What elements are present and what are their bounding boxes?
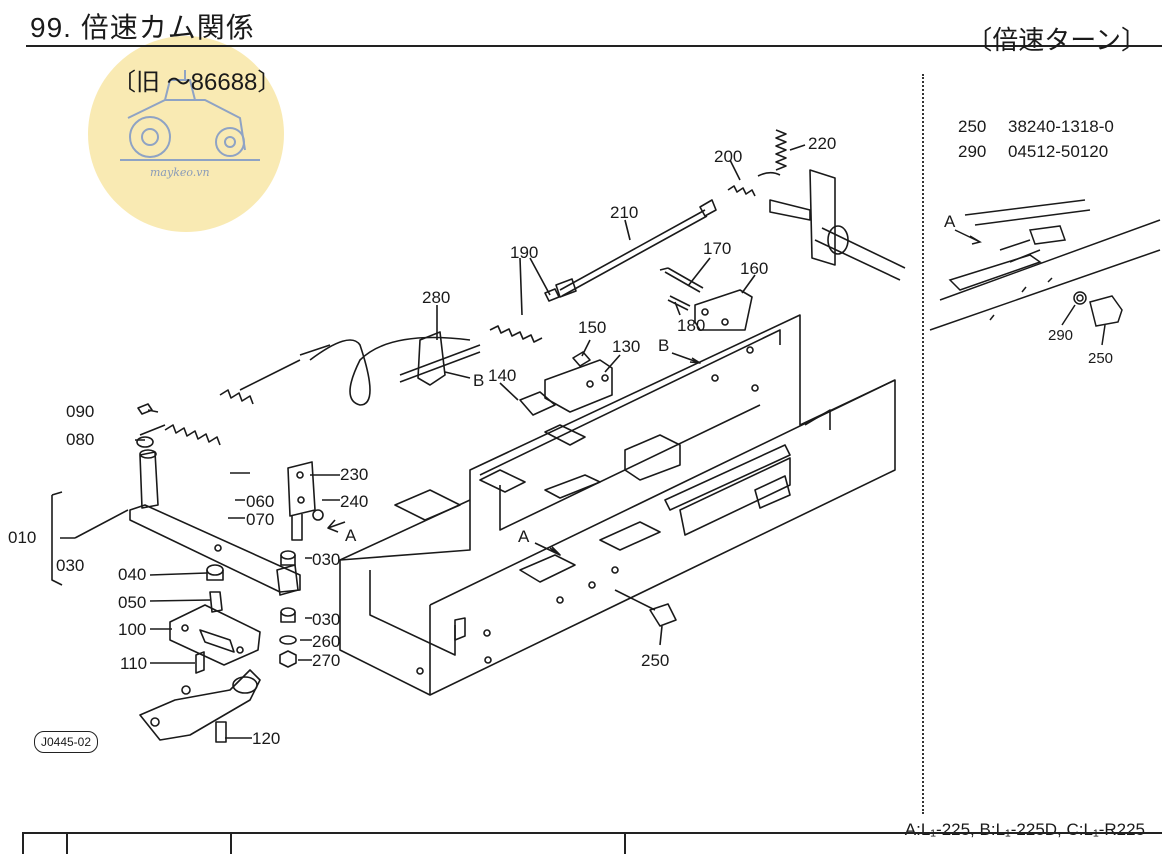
label-090: 090 <box>66 402 95 421</box>
watermark-text: maykeo.vn <box>150 166 210 179</box>
label-230: 230 <box>340 465 369 484</box>
label-040: 040 <box>118 565 147 584</box>
label-030-mid: 030 <box>312 550 341 569</box>
title-underline <box>26 45 1162 47</box>
label-070: 070 <box>246 510 275 529</box>
inset-label-A: A <box>944 212 956 231</box>
label-160: 160 <box>740 259 769 278</box>
label-140: 140 <box>488 366 517 385</box>
section-divider <box>922 74 924 814</box>
label-250-frame: 250 <box>641 651 670 670</box>
label-060: 060 <box>246 492 275 511</box>
label-050: 050 <box>118 593 147 612</box>
footer-table-cell <box>22 834 24 854</box>
page-title: 99. 倍速カム関係 <box>30 12 255 43</box>
label-200: 200 <box>714 147 743 166</box>
model-legend-note: A:L₁-225, B:L₁-225D, C:L₁-R225 <box>904 820 1145 839</box>
label-100: 100 <box>118 620 147 639</box>
legend-ref: 250 <box>958 117 987 136</box>
label-120: 120 <box>252 729 281 748</box>
inset-label-250: 250 <box>1088 350 1114 367</box>
label-220: 220 <box>808 134 837 153</box>
footer-table <box>22 832 1162 854</box>
watermark-logo <box>88 36 284 232</box>
legend-ref: 290 <box>958 142 987 161</box>
label-180: 180 <box>677 316 706 335</box>
label-080: 080 <box>66 430 95 449</box>
label-130: 130 <box>612 337 641 356</box>
label-030-lower: 030 <box>312 610 341 629</box>
model-heading: 〔倍速ターン〕 <box>966 25 1147 55</box>
label-010: 010 <box>8 528 37 547</box>
legend-row: 290 04512-50120 <box>958 142 1108 162</box>
label-270: 270 <box>312 651 341 670</box>
serial-range: 〔旧 ～86688〕 <box>112 69 282 96</box>
footer-table-cell <box>624 834 626 854</box>
label-240: 240 <box>340 492 369 511</box>
legend-part-number: 04512-50120 <box>1008 142 1109 161</box>
label-150: 150 <box>578 318 607 337</box>
label-260: 260 <box>312 632 341 651</box>
legend-row: 250 38240-1318-0 <box>958 117 1114 137</box>
label-arrow-B-right: B <box>658 336 670 355</box>
label-030-left: 030 <box>56 556 85 575</box>
label-arrow-B-left: B <box>473 371 485 390</box>
label-280: 280 <box>422 288 451 307</box>
footer-table-cell <box>230 834 232 854</box>
label-arrow-A-left: A <box>345 526 357 545</box>
label-arrow-A-mid: A <box>518 527 530 546</box>
label-210: 210 <box>610 203 639 222</box>
label-170: 170 <box>703 239 732 258</box>
label-110: 110 <box>120 654 148 673</box>
footer-table-cell <box>66 834 68 854</box>
diagram-code-badge: J0445-02 <box>34 731 98 753</box>
inset-label-290: 290 <box>1048 327 1074 344</box>
legend-part-number: 38240-1318-0 <box>1008 117 1114 136</box>
label-190: 190 <box>510 243 539 262</box>
